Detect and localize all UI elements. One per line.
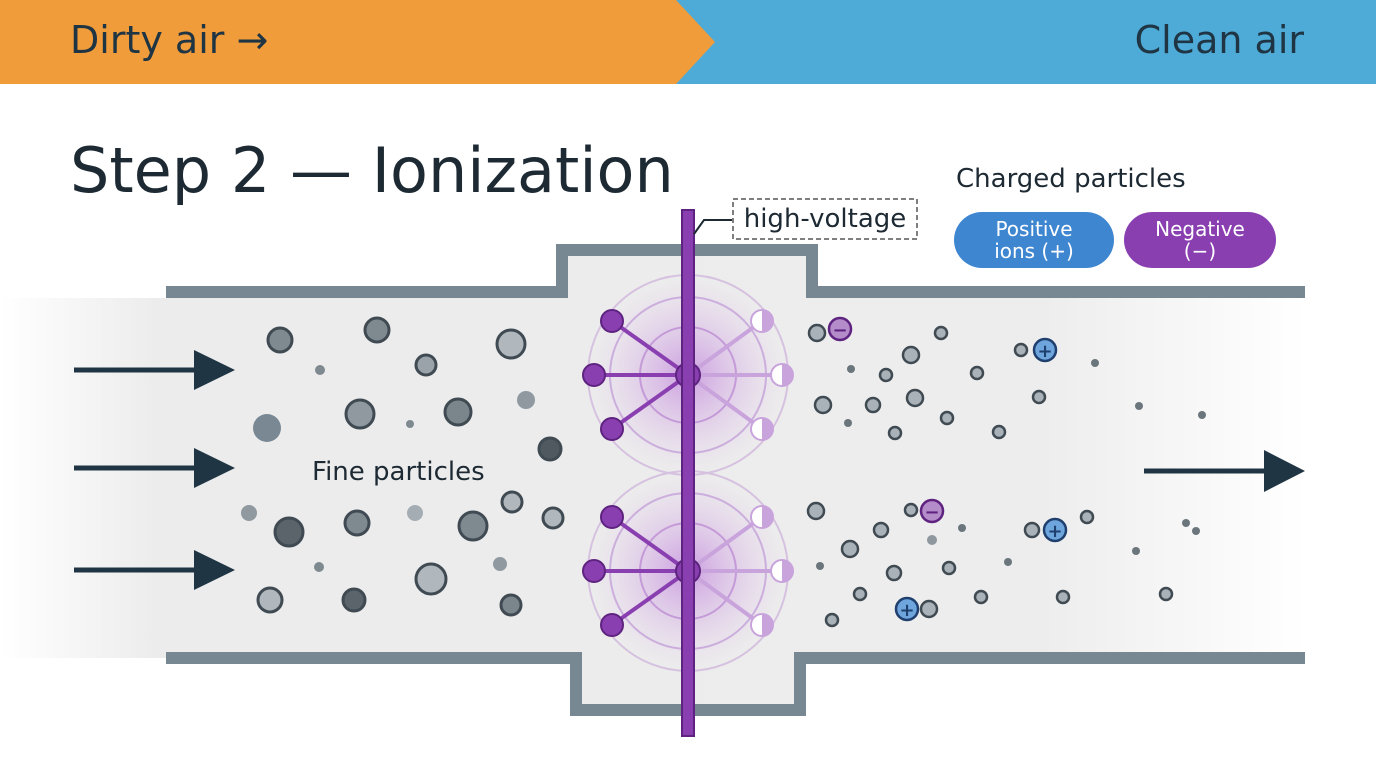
- negative-ion-markers: − −: [827, 316, 945, 524]
- svg-text:−: −: [832, 320, 847, 341]
- svg-text:+: +: [899, 600, 914, 621]
- outflow-arrow: [1144, 450, 1305, 492]
- legend-title: Charged particles: [956, 164, 1186, 194]
- clean-air-label: Clean air: [1134, 18, 1304, 62]
- svg-text:−: −: [924, 502, 939, 523]
- svg-text:+: +: [1037, 341, 1052, 362]
- electrode-label-box: [732, 198, 918, 240]
- electrode-callout-line: [693, 219, 732, 235]
- negative-ions-badge: Negative (−): [1124, 212, 1276, 268]
- dirty-air-label: Dirty air →: [70, 18, 269, 62]
- fine-particles: [241, 316, 565, 617]
- high-voltage-electrode: [681, 209, 695, 737]
- fine-particles-label: Fine particles: [312, 457, 485, 487]
- charged-particles: [806, 323, 1206, 628]
- positive-ion-markers: + + +: [894, 337, 1068, 622]
- electrode-label: high-voltage: [744, 204, 907, 234]
- positive-ions-badge: Positive ions (+): [954, 212, 1114, 268]
- inflow-arrows: [74, 350, 235, 590]
- step-title: Step 2 — Ionization: [70, 134, 674, 207]
- svg-text:+: +: [1047, 521, 1062, 542]
- banner-dirty-air: [0, 0, 715, 84]
